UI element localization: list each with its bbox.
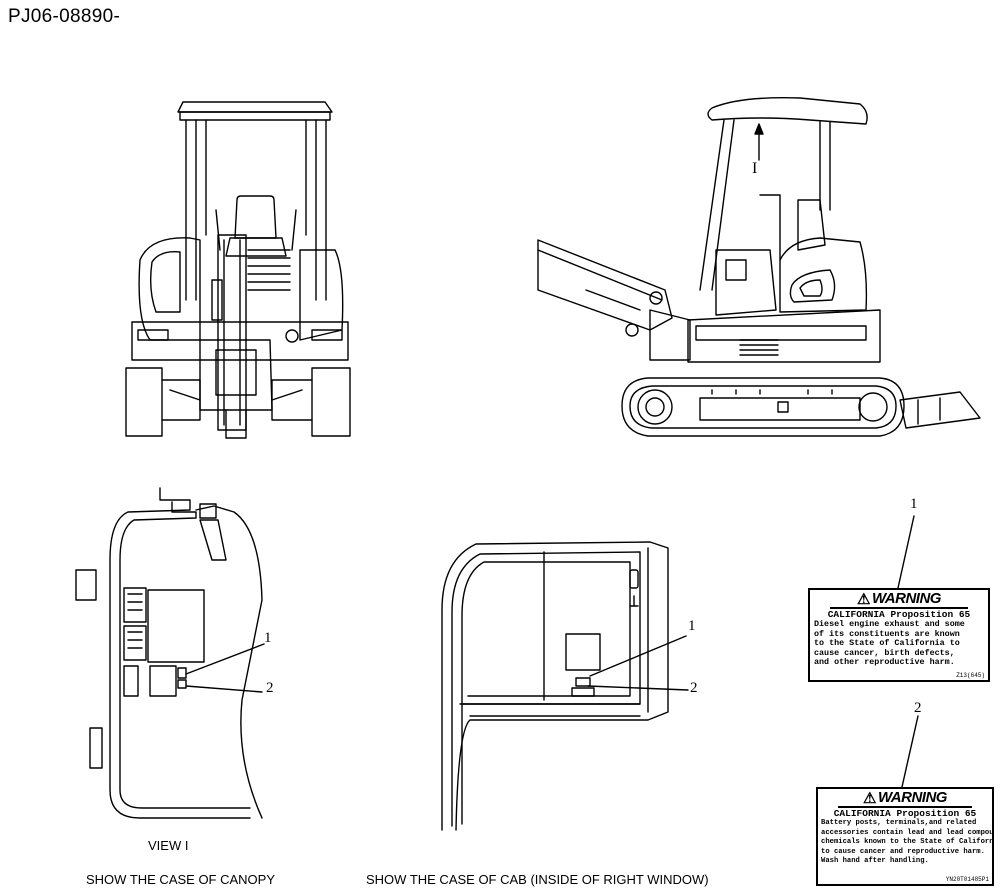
side-view-excavator [537,97,981,437]
warning-triangle-icon: ⚠ [863,789,876,807]
warning-label-2: ⚠ WARNING CALIFORNIA Proposition 65 Batt… [816,787,994,886]
caption-canopy: SHOW THE CASE OF CANOPY [86,872,276,887]
label-code: Z13(645) [956,672,985,679]
caption-view-i: VIEW I [148,838,189,853]
callout-canopy-2: 2 [266,680,274,696]
document-id: PJ06-08890- [8,6,121,27]
warning-header: ⚠ WARNING [830,590,968,609]
warning-header-text: WARNING [871,590,942,607]
view-marker: I [752,160,758,177]
caption-cab: SHOW THE CASE OF CAB (INSIDE OF RIGHT WI… [366,872,709,887]
callout-cab-2: 2 [690,680,698,696]
label-body: Battery posts, terminals,and related acc… [821,819,994,866]
callout-cab-1: 1 [688,618,696,634]
label-title: CALIFORNIA Proposition 65 [833,808,977,819]
warning-header: ⚠ WARNING [838,789,972,808]
callout-label-2: 2 [914,700,922,716]
callout-canopy-1: 1 [264,630,272,646]
label-title: CALIFORNIA Proposition 65 [827,609,971,620]
warning-header-text: WARNING [877,789,948,806]
warning-label-1: ⚠ WARNING CALIFORNIA Proposition 65 Dies… [808,588,990,682]
callout-label-1: 1 [910,496,918,512]
label-leaders [897,515,919,788]
label-body: Diesel engine exhaust and some of its co… [814,619,965,668]
cab-detail-view [441,541,689,831]
canopy-detail-view [75,487,265,819]
front-view-excavator [125,101,351,439]
label-code: YN20T01485P1 [945,876,989,883]
warning-triangle-icon: ⚠ [857,590,870,608]
